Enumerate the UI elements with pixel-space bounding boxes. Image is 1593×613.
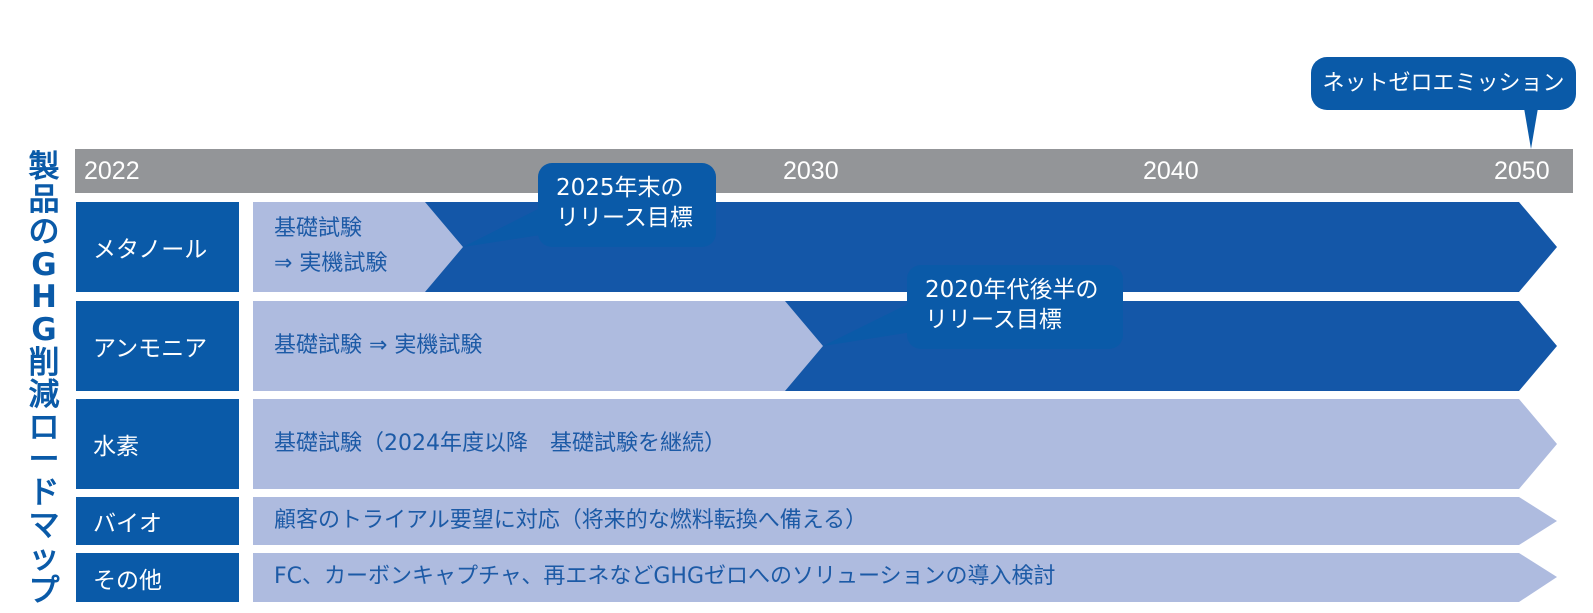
title-char: H (31, 279, 57, 316)
ammonia-release-callout: 2020年代後半の リリース目標 (907, 265, 1123, 349)
year-2022: 2022 (84, 157, 140, 185)
title-char: 製 (28, 149, 60, 185)
year-2040: 2040 (1143, 157, 1199, 185)
hydrogen-phase-text: 基礎試験（2024年度以降 基礎試験を継続） (274, 431, 726, 456)
methanol-release-callout: 2025年末の リリース目標 (538, 163, 716, 247)
methanol-phase-text-2: ⇒ 実機試験 (274, 251, 388, 276)
title-char: マ (28, 507, 60, 544)
year-2030: 2030 (783, 157, 839, 185)
title-char: ド (28, 475, 60, 512)
methanol-phase-text-1: 基礎試験 (274, 216, 363, 241)
row-label-others: その他 (76, 553, 239, 602)
roadmap-title-vertical: 製 品 の G H G 削 減 ロ ー ド マ ッ プ (22, 152, 66, 607)
title-char: ッ (28, 540, 60, 577)
row-label-methanol: メタノール (76, 202, 239, 292)
net-zero-callout: ネットゼロエミッション (1311, 57, 1576, 110)
title-char: 品 (28, 181, 60, 218)
bio-bar (253, 497, 1557, 545)
row-label-text: その他 (93, 567, 162, 594)
title-char: 減 (28, 377, 60, 414)
bio-phase-text: 顧客のトライアル要望に対応（将来的な燃料転換へ備える） (274, 508, 868, 533)
others-phase-text: FC、カーボンキャプチャ、再エネなどGHGゼロへのソリューションの導入検討 (274, 564, 1056, 589)
callout-line: 2020年代後半の (925, 277, 1099, 303)
title-char: G (31, 246, 57, 283)
net-zero-text: ネットゼロエミッション (1322, 71, 1565, 96)
ammonia-callout-pointer (823, 303, 925, 346)
callout-line: リリース目標 (556, 205, 693, 231)
hydrogen-bar (253, 399, 1557, 489)
title-char: の (28, 214, 60, 251)
ammonia-bar (253, 301, 1557, 391)
row-label-text: メタノール (93, 237, 208, 263)
row-label-bio: バイオ (76, 497, 239, 545)
row-label-ammonia: アンモニア (76, 301, 239, 391)
row-label-text: アンモニア (93, 336, 208, 362)
timeline-bar: 2022 2030 2040 2050 (75, 149, 1573, 193)
title-char: プ (28, 572, 60, 609)
title-char: ー (28, 442, 60, 479)
title-char: G (31, 312, 57, 349)
methanol-callout-pointer (463, 208, 560, 247)
title-char: ロ (28, 409, 60, 446)
row-label-text: バイオ (93, 511, 162, 537)
title-char: 削 (28, 344, 60, 381)
row-label-hydrogen: 水素 (76, 399, 239, 489)
ammonia-phase-text: 基礎試験 ⇒ 実機試験 (274, 333, 483, 358)
callout-line: リリース目標 (925, 307, 1062, 333)
row-label-text: 水素 (93, 434, 139, 460)
year-2050: 2050 (1494, 157, 1550, 185)
netzero-callout-pointer (1524, 108, 1538, 149)
others-bar (253, 553, 1557, 602)
callout-line: 2025年末の (556, 175, 684, 201)
methanol-bar (253, 202, 1557, 292)
